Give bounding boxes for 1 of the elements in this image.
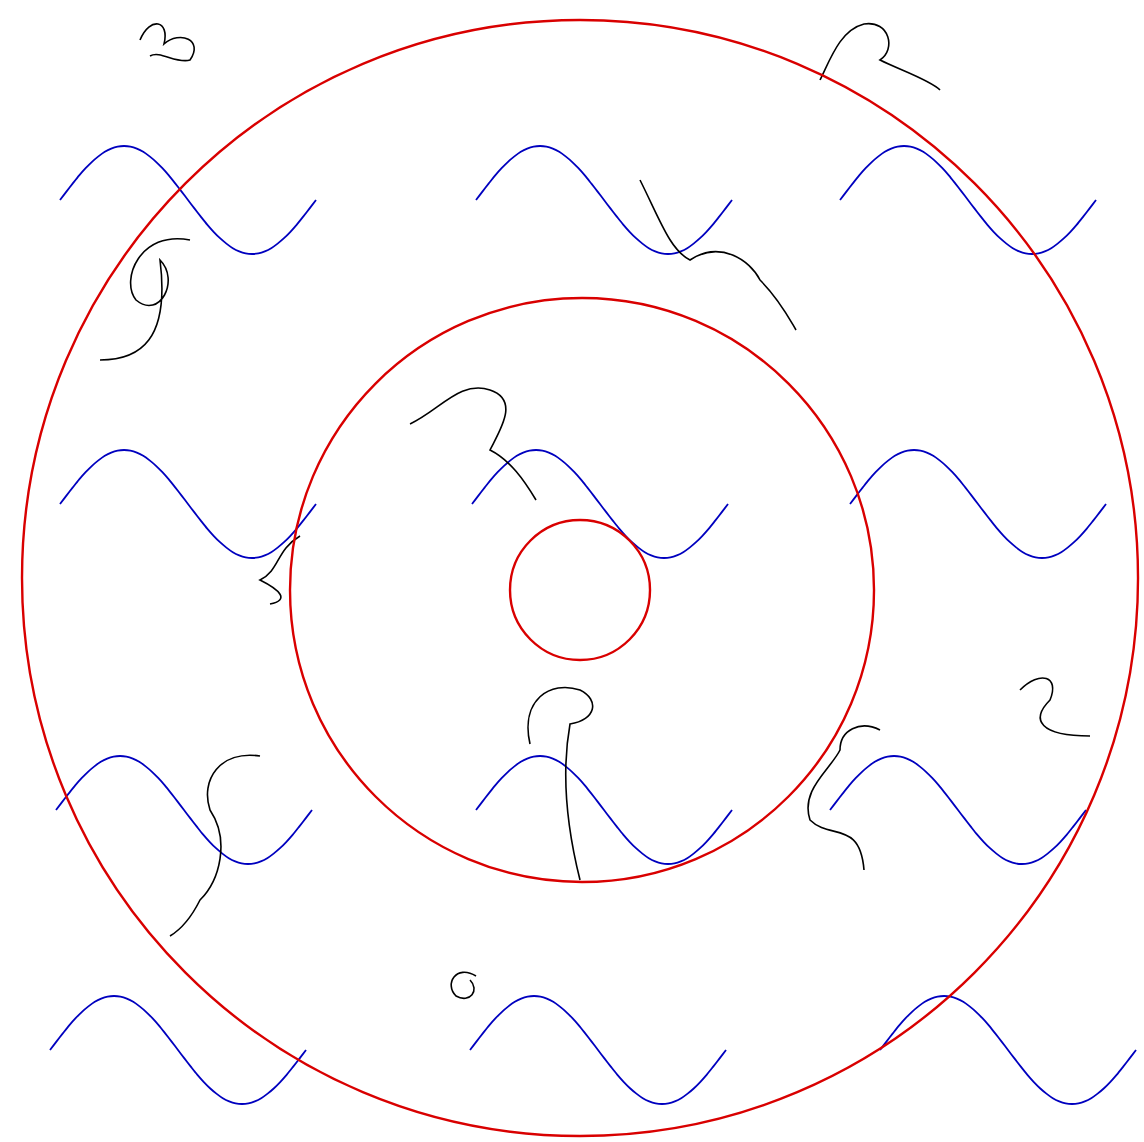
ring-circle	[508, 518, 652, 662]
